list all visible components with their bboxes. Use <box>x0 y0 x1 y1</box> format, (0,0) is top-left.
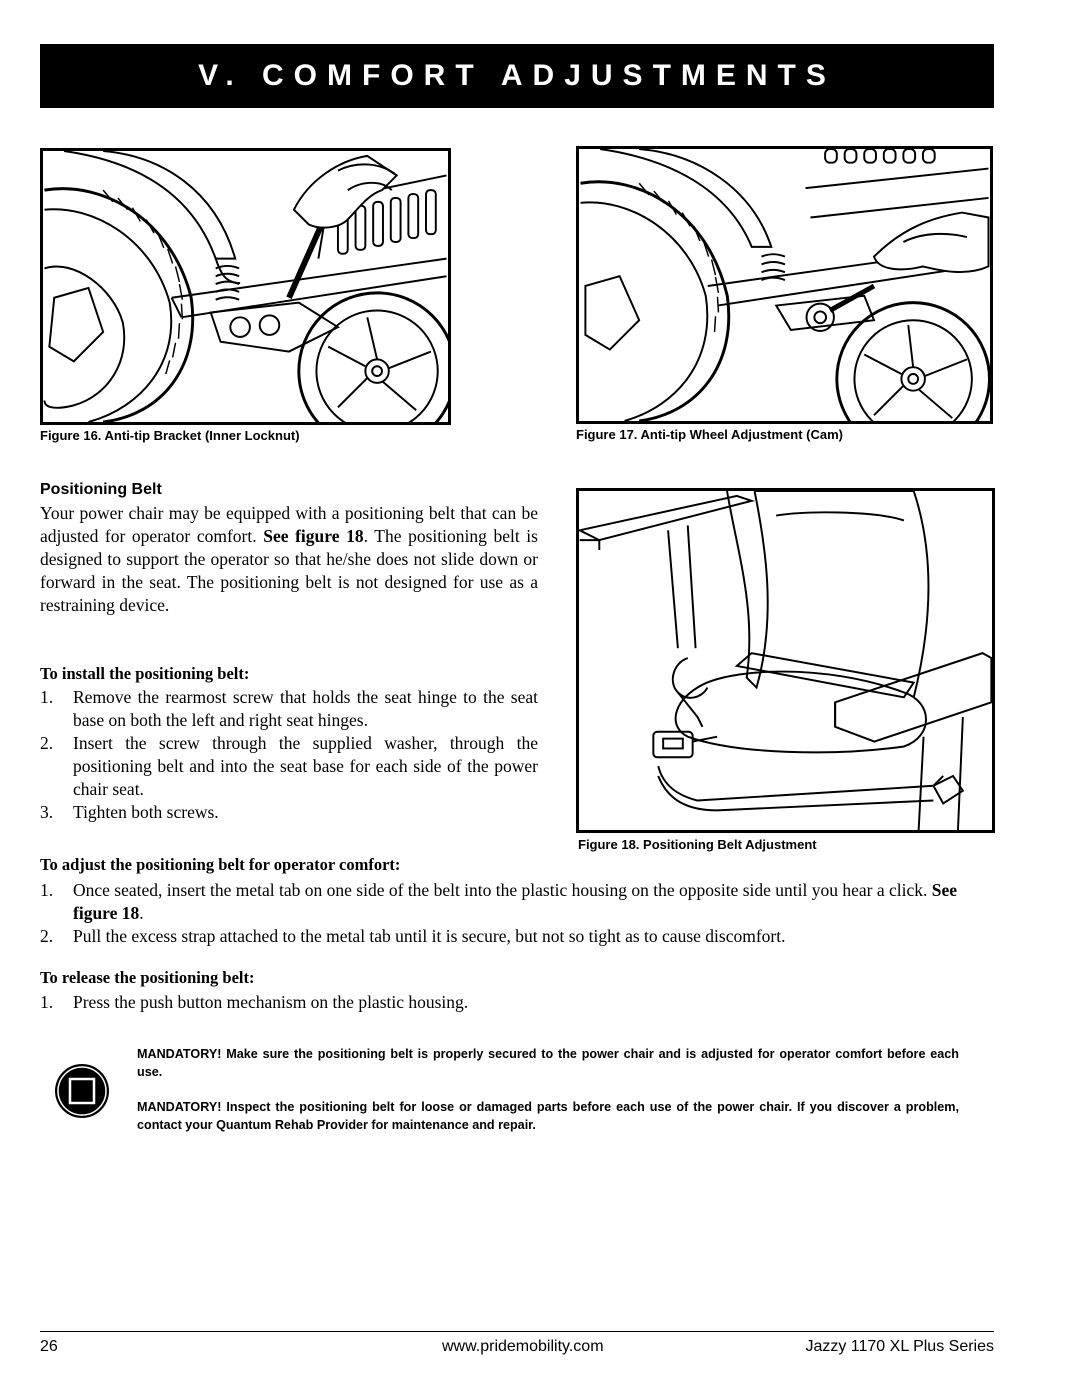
figure-16-illustration <box>40 148 451 425</box>
figure-18-illustration <box>576 488 995 833</box>
mandatory-note-1: MANDATORY! Make sure the positioning bel… <box>137 1047 959 1079</box>
step-text: Insert the screw through the supplied wa… <box>73 733 538 799</box>
figure-16-caption: Figure 16. Anti-tip Bracket (Inner Lockn… <box>40 428 300 443</box>
figure-17-caption: Figure 17. Anti-tip Wheel Adjustment (Ca… <box>576 427 843 442</box>
list-item: 1. Remove the rearmost screw that holds t… <box>40 686 538 732</box>
release-heading: To release the positioning belt: <box>40 968 255 987</box>
footer-product: Jazzy 1170 XL Plus Series <box>805 1338 994 1355</box>
footer-divider <box>40 1331 994 1332</box>
release-steps: 1. Press the push button mechanism on the… <box>40 991 995 1014</box>
adjust-steps: 1. Once seated, insert the metal tab on o… <box>40 879 995 948</box>
step-number: 1. <box>40 880 54 900</box>
intro-text-b: The positioning belt is designed to supp… <box>40 526 538 615</box>
figure-17-illustration <box>576 146 993 424</box>
intro-text-a: Your power chair may be equipped with a … <box>40 503 538 546</box>
figure-18-caption: Figure 18. Positioning Belt Adjustment <box>578 837 817 852</box>
install-steps: 1. Remove the rearmost screw that holds t… <box>40 686 538 824</box>
page-number: 26 <box>40 1338 58 1355</box>
intro-paragraph: Your power chair may be equipped with a … <box>40 503 538 615</box>
step-number: 3. <box>40 802 54 822</box>
list-item: 3. Tighten both screws. <box>40 801 538 824</box>
list-item: 2. Pull the excess strap attached to the … <box>40 925 995 948</box>
mandatory-note-2: MANDATORY! Inspect the positioning belt … <box>137 1100 959 1132</box>
intro-figure-ref: See figure 18 <box>263 526 364 546</box>
section-heading: Positioning Belt <box>40 481 162 498</box>
mandatory-warning-icon <box>54 1063 110 1119</box>
list-item: 1. Press the push button mechanism on the… <box>40 991 995 1014</box>
footer-url[interactable]: www.pridemobility.com <box>442 1338 604 1355</box>
step-text: Press the push button mechanism on the p… <box>73 992 469 1012</box>
step-text: Pull the excess strap attached to the me… <box>73 926 786 946</box>
list-item: 1. Once seated, insert the metal tab on o… <box>40 880 958 923</box>
install-heading: To install the positioning belt: <box>40 664 250 683</box>
step-number: 1. <box>40 992 54 1012</box>
step-number: 1. <box>40 687 54 707</box>
step-text: Tighten both screws. <box>73 802 219 822</box>
section-title: V. COMFORT ADJUSTMENTS <box>198 59 836 92</box>
step-text: Remove the rearmost screw that holds the… <box>73 687 538 730</box>
section-title-banner: V. COMFORT ADJUSTMENTS <box>40 44 994 108</box>
step-number: 2. <box>40 733 54 753</box>
step-text: Once seated, insert the metal tab on one… <box>73 880 928 900</box>
list-item: 2. Insert the screw through the supplied … <box>40 732 538 801</box>
step-number: 2. <box>40 926 54 946</box>
adjust-heading: To adjust the positioning belt for opera… <box>40 855 401 874</box>
step-figure-ref: See figure 18 <box>73 880 958 923</box>
